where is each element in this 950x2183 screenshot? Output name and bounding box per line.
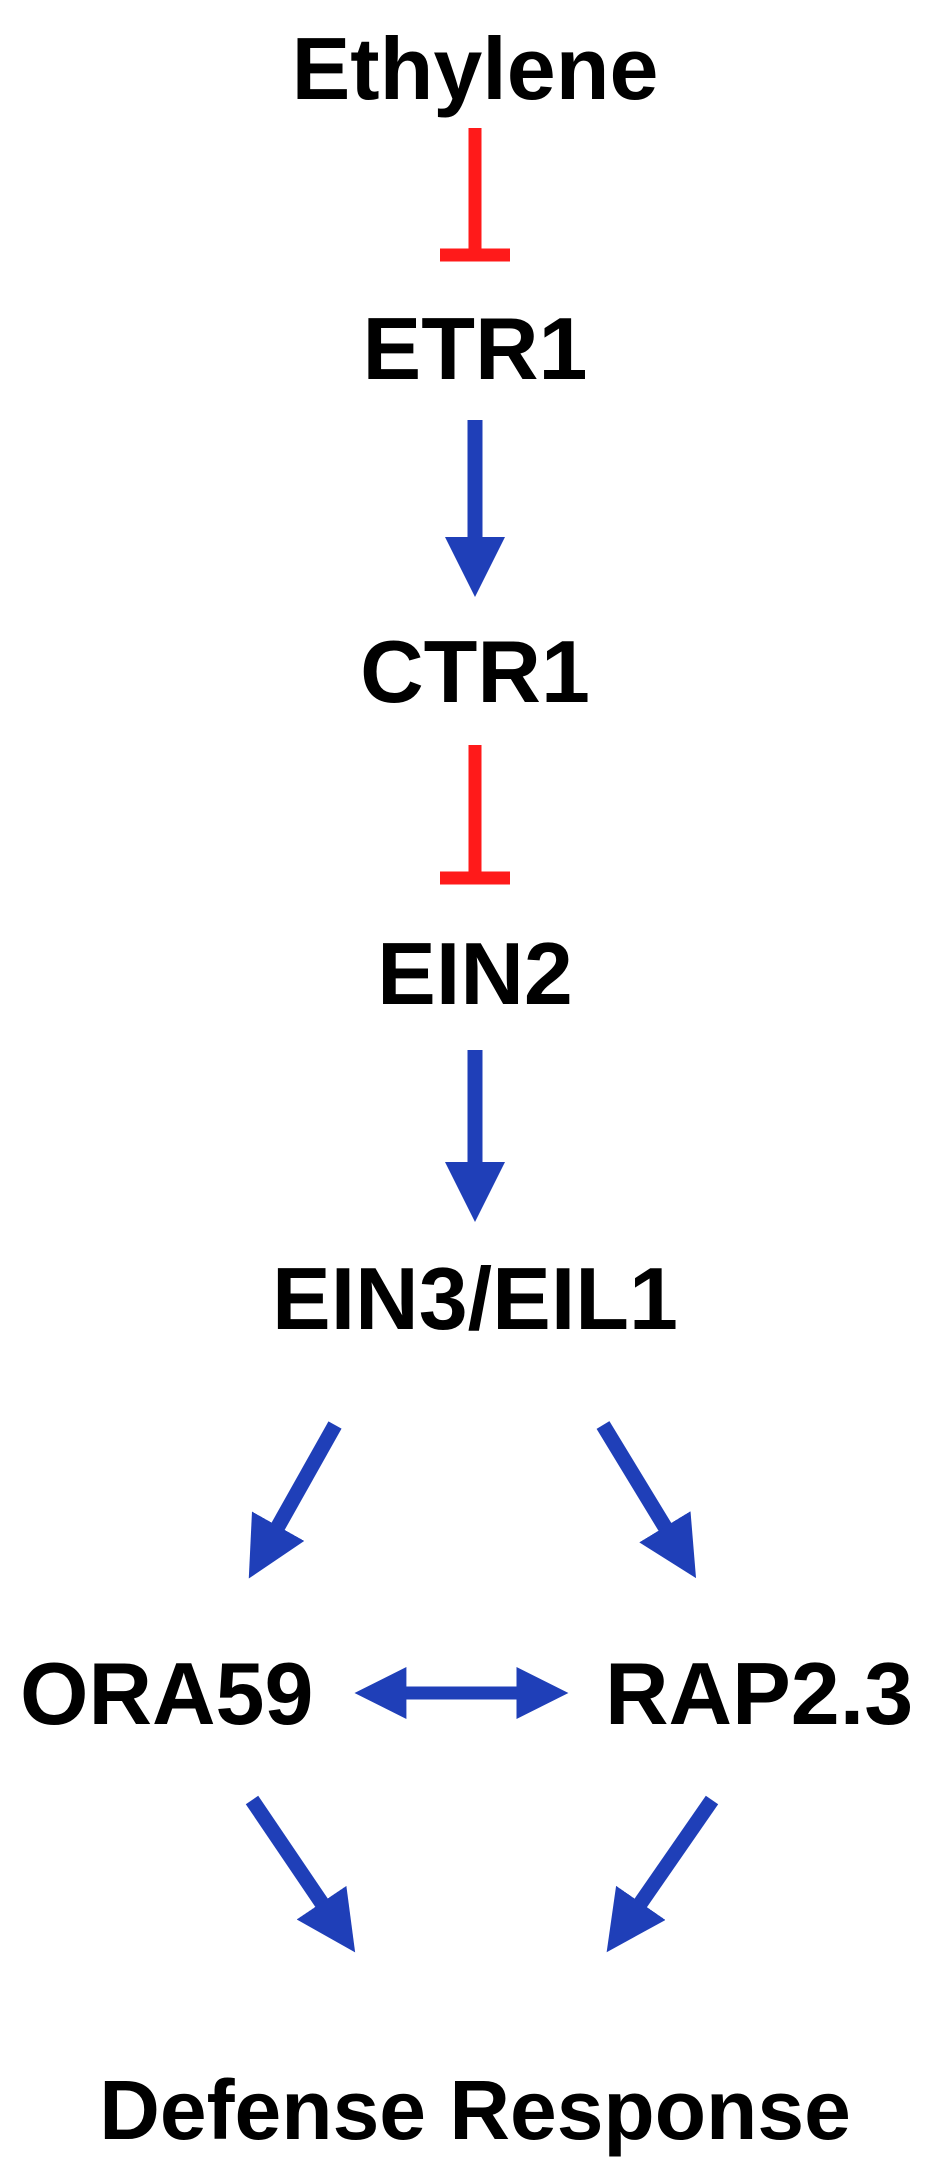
- node-ctr1: CTR1: [360, 622, 590, 721]
- node-defense-response: Defense Response: [99, 2063, 851, 2157]
- node-etr1: ETR1: [362, 299, 588, 398]
- node-rap23: RAP2.3: [605, 1644, 914, 1743]
- edge-ora59-activates-defense: [245, 1795, 356, 1953]
- edge-ethylene-inhibits-etr1: [440, 128, 510, 262]
- node-ora59: ORA59: [20, 1644, 314, 1743]
- edge-ein3-activates-rap23: [596, 1421, 697, 1579]
- edge-ein3-activates-ora59: [248, 1421, 342, 1579]
- edge-ctr1-inhibits-ein2: [440, 745, 510, 885]
- node-ein2: EIN2: [377, 924, 573, 1023]
- node-ein3-eil1: EIN3/EIL1: [272, 1249, 678, 1348]
- edge-rap23-activates-defense: [606, 1795, 719, 1953]
- node-ethylene: Ethylene: [291, 19, 659, 118]
